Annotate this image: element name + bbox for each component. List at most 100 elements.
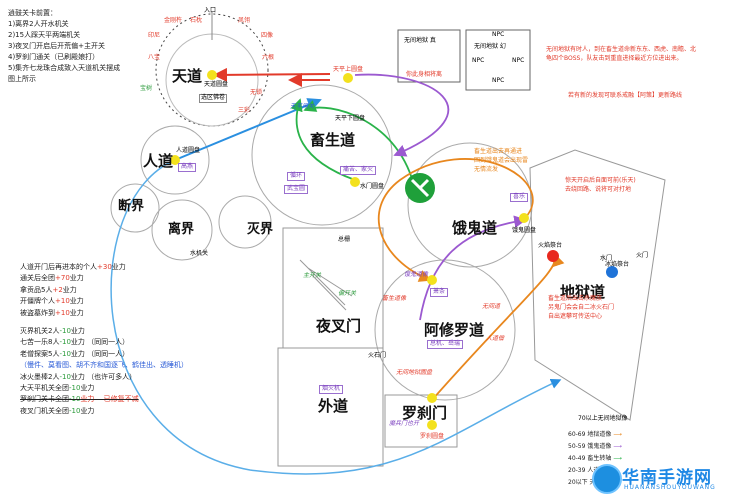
realm-chushengdao: 畜生道: [310, 131, 356, 149]
rendao-pan: [170, 155, 180, 165]
ring-label: 石枕: [190, 17, 203, 24]
realm-rendao: 人道: [143, 152, 174, 170]
xiuluo-pan: [427, 275, 437, 285]
blue-curve: [110, 159, 562, 475]
stat-row: 老僧探案5人-10业力 （同同一人）: [20, 349, 130, 358]
watermark-sub: HUANANSHOUYOUWANG: [624, 484, 716, 491]
green-arrow: [303, 100, 416, 191]
red-arrow: [213, 67, 331, 82]
diyudao-area: [529, 149, 666, 421]
egui-pan-label: 饿鬼圆盘: [512, 227, 537, 234]
egui-tag: 喜乐: [510, 193, 529, 202]
note-line: 逍鼓关卡前置：: [8, 9, 57, 17]
huojianjitai-label: 火焰祭台: [538, 242, 563, 249]
stat-row: 灭界机关2人-10业力: [20, 327, 85, 335]
luocha-pan-label: 罗刹圆盘: [420, 433, 445, 440]
luochamen-box: [384, 394, 458, 448]
duanjie-circle: [110, 183, 160, 233]
note-line: 2)15人踩天平两端机关: [8, 31, 81, 39]
ring-label: 四像: [261, 32, 274, 39]
yecha-tag2: 偏开关: [338, 290, 357, 297]
site-logo-icon: [592, 464, 622, 494]
rendao-pan-label: 人道圆盘: [176, 147, 201, 154]
egui-note: 畜生道出去再通进 回到饿鬼道会出现雷 无情流发: [474, 148, 529, 173]
zongguan-label: 总栅: [338, 236, 351, 243]
npc-label: NPC: [492, 31, 505, 38]
realm-diyudao: 地狱道: [560, 283, 606, 301]
xiuluo-note1: 无间道: [482, 303, 501, 310]
xiuluo-note3: 畜生道像: [382, 295, 407, 302]
orange-arrow: [377, 158, 534, 282]
tiandao-pan-label: 天道圆盘: [204, 81, 229, 88]
prereq-notes: 逍鼓关卡前置： 1)离界2人开水机关 2)15人踩天平两端机关 3)夜叉门开启后…: [8, 8, 120, 85]
tiandao-ring: [155, 12, 269, 127]
ring-label: 金刚杵: [164, 17, 183, 24]
rendao-circle: [140, 125, 210, 195]
ring-label: 八宝: [148, 54, 161, 61]
green-arrow-2: [290, 98, 356, 181]
luocha-note: 魔兵门也开: [389, 420, 420, 427]
ring-label: 宝树: [140, 85, 153, 92]
purple-arrow-2: [419, 215, 527, 321]
waidao-box: [277, 347, 384, 467]
legend-item: 40-49 畜生转轴 ⟶: [568, 455, 622, 462]
realm-duanjie: 断界: [118, 199, 145, 214]
npc-label: NPC: [512, 57, 525, 64]
xiuluo-note2: 人道僧: [486, 335, 505, 342]
stat-row: 开僵牌个人+10业力: [20, 297, 84, 306]
entrance-label: 入口: [204, 7, 217, 14]
note-line: 4)罗刹门通关（已刷殿娘打）: [8, 53, 100, 61]
shuiji-label: 水机关: [190, 250, 209, 257]
chushengdao-circle: [251, 84, 393, 226]
legend-item: 60-69 地狱道像 ⟶: [568, 431, 622, 438]
watermark-title: 华南手游网: [622, 468, 712, 488]
rendao-tag: 高燕: [178, 163, 197, 172]
wujian-a-sub: 你此身相将离: [406, 71, 443, 78]
stat-row: 夜叉门机关全团-10业力: [20, 406, 95, 415]
karma-stats-1: 人道开门后再进本的个人+30业力 通关后全团+70业力 拿贡品5人+2业力 开僵…: [20, 262, 126, 319]
chusheng-box2: 武宝圆: [284, 185, 309, 194]
npc-label: NPC: [492, 77, 505, 84]
legend-item: 50-59 饿鬼道像 ⟶: [568, 443, 622, 450]
note-line: 图上所示: [8, 75, 36, 83]
wujian-pan-label: 无间地狱圆盘: [396, 369, 433, 376]
egui-disk-mark: [410, 178, 430, 198]
stat-row: 冰火墨棒2人-10业力 （也许可多人）: [20, 372, 137, 381]
shuimen-pan-label: 水门圆盘: [360, 183, 385, 190]
note-line: 1)离界2人开水机关: [8, 20, 69, 28]
huomen-label: 火石门: [368, 352, 387, 359]
npc-label: NPC: [472, 57, 485, 64]
ring-label: 印尼: [148, 32, 161, 39]
tianping-top-label: 天平上圆盘: [333, 66, 364, 73]
stat-row: （慢件、莫看图、胡不齐和国逐飞、鹤佳出、透睡机）: [20, 361, 188, 370]
fire-altar: [547, 250, 559, 262]
note-line: 3)夜叉门开启后开荒偏+主开关: [8, 42, 106, 50]
xiuluo-box2: 萧条: [430, 288, 449, 297]
diyu-note2: 畜生道后出击杀魔族 另鬼门会会自二冰火石门 自出遮攀可传送中心: [548, 295, 615, 320]
stat-row: 通关后全团+70业力: [20, 274, 84, 283]
ring-label: 凤翎: [238, 17, 251, 24]
shuimen-pan: [350, 177, 360, 187]
wujian-a-title: 无间地狱 真: [404, 37, 436, 44]
tianping-gate-label: 天平闸关: [290, 103, 315, 110]
ring-label: 无锁: [250, 89, 263, 96]
huomen2-label: 火门: [636, 252, 649, 259]
karma-stats-2: 灭界机关2人-10业力 七苦一乐8人-10业力 （同同一人） 老僧探案5人-10…: [20, 326, 188, 417]
shuimen-label: 水门: [600, 255, 613, 262]
stat-row: 拿贡品5人+2业力: [20, 285, 77, 294]
xiuluo-box: 总机、岳瑞: [427, 340, 464, 349]
wujian-b-box: [465, 29, 531, 91]
chusheng-box1: 循环: [287, 172, 306, 181]
waidao-box: 烟火机: [319, 385, 344, 394]
ice-altar: [606, 266, 618, 278]
stat-row: 被盗墓炸到+10业力: [20, 308, 84, 317]
tianping-top-pan: [343, 73, 353, 83]
note-line: 5)集齐七龙珠合成致入天道机关摆成: [8, 64, 121, 72]
tianping-bottom-label: 天平下圆盘: [335, 115, 366, 122]
realm-axiuluodao: 阿修罗道: [424, 321, 485, 339]
wujian-b-title: 无间地狱 幻: [474, 43, 506, 50]
bingjitai-label: 冰焰祭台: [605, 261, 630, 268]
realm-luochamen: 罗刹门: [402, 404, 448, 422]
wujian-a-box: [397, 29, 461, 83]
luocha-pan: [427, 420, 437, 430]
